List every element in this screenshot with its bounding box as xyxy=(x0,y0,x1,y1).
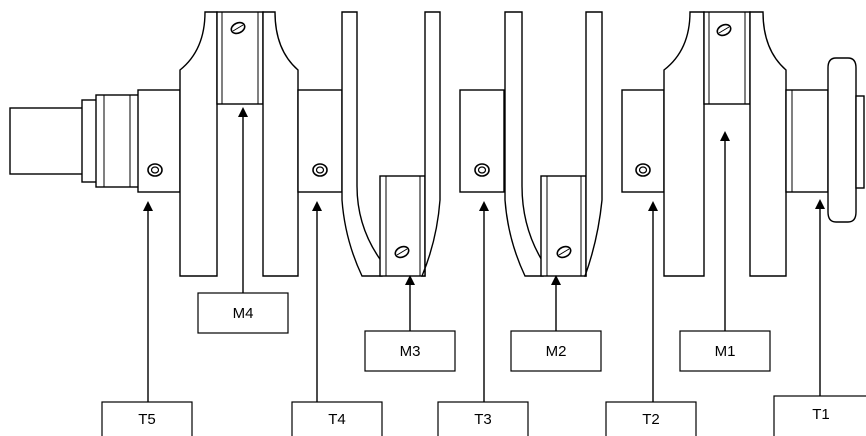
oil-hole-m2 xyxy=(556,245,572,259)
label-m4-text: M4 xyxy=(233,305,254,322)
oil-hole-m4 xyxy=(230,21,246,35)
crank-web-pair-m3 xyxy=(341,11,441,277)
label-t1: T1 xyxy=(773,395,866,436)
label-m2: M2 xyxy=(510,330,602,372)
oil-hole-t3 xyxy=(474,163,490,177)
rear-shaft-end xyxy=(9,94,141,188)
label-t3: T3 xyxy=(437,401,529,436)
callout-arrows xyxy=(143,107,825,402)
label-m2-text: M2 xyxy=(546,343,567,360)
main-journal-t5 xyxy=(137,89,181,193)
oil-hole-t5 xyxy=(147,163,163,177)
label-m4: M4 xyxy=(197,292,289,334)
oil-hole-m1 xyxy=(716,23,732,37)
label-m1-text: M1 xyxy=(715,343,736,360)
labels: M4 M3 M2 M1 T5 T4 T3 T2 xyxy=(101,292,866,436)
label-t3-text: T3 xyxy=(474,411,492,428)
crank-web-pair-m2 xyxy=(504,11,603,277)
oil-holes xyxy=(147,21,732,259)
label-m1: M1 xyxy=(679,330,771,372)
crankshaft xyxy=(9,11,865,277)
label-t5: T5 xyxy=(101,401,193,436)
label-t2-text: T2 xyxy=(642,411,660,428)
label-t4: T4 xyxy=(291,401,383,436)
label-t2: T2 xyxy=(605,401,697,436)
main-journal-t1 xyxy=(785,57,865,223)
oil-hole-t2 xyxy=(635,163,651,177)
label-t5-text: T5 xyxy=(138,411,156,428)
label-t1-text: T1 xyxy=(812,406,830,423)
oil-hole-t4 xyxy=(312,163,328,177)
crank-web-pair-m1 xyxy=(663,11,787,277)
label-m3-text: M3 xyxy=(400,343,421,360)
label-t4-text: T4 xyxy=(328,411,346,428)
crank-web-pair-m4 xyxy=(179,11,299,277)
label-m3: M3 xyxy=(364,330,456,372)
oil-hole-m3 xyxy=(394,245,410,259)
